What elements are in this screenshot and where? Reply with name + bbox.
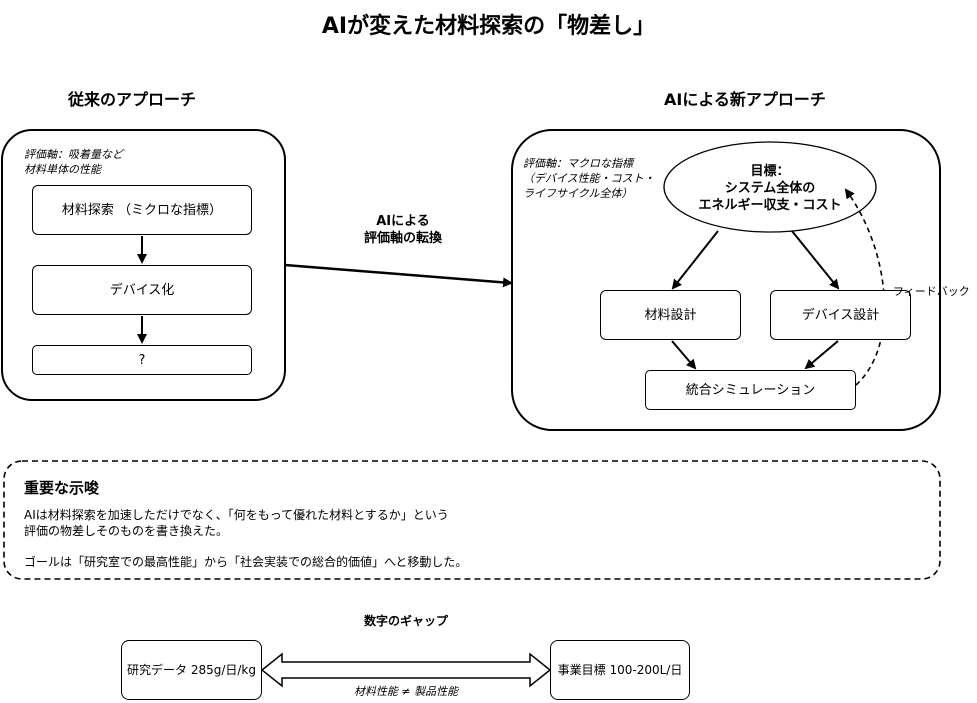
- material-exploration-node: 材料探索 （ミクロな指標）: [32, 185, 252, 235]
- research-data-node: 研究データ 285g/日/kg: [121, 640, 262, 700]
- goal-ellipse: [663, 141, 877, 233]
- device-node: デバイス化: [32, 265, 252, 315]
- ai-axis-note: 評価軸：マクロな指標 （デバイス性能・コスト・ ライフサイクル全体）: [523, 157, 655, 200]
- business-target-node: 事業目標 100-200L/日: [550, 640, 690, 700]
- arrow-material-to-sim: [671, 340, 697, 370]
- goal-label: 目標： システム全体の エネルギー収支・コスト: [698, 164, 842, 213]
- traditional-axis-note: 評価軸：吸着量など 材料単体の性能: [24, 148, 123, 176]
- paradigm-shift-label: AIによる 評価軸の転換: [363, 214, 442, 246]
- integrated-simulation-node: 統合シミュレーション: [645, 370, 856, 410]
- gap-relation-label: 材料性能 ≠ 製品性能: [353, 685, 459, 698]
- page-title: AIが変えた材料探索の「物差し」: [321, 14, 656, 39]
- implication-frame: [3, 460, 941, 580]
- arrow-goal-to-device: [791, 230, 840, 290]
- device-design-node: デバイス設計: [770, 290, 911, 340]
- arrow-device-to-sim: [804, 340, 839, 370]
- feedback-label: フィードバック: [893, 285, 970, 298]
- implication-text-2: ゴールは「研究室での最高性能」から「社会実装での総合的価値」へと移動した。: [24, 555, 468, 569]
- implication-text-1: AIは材料探索を加速しただけでなく、「何をもって優れた材料とするか」という 評価…: [24, 508, 449, 538]
- feedback-arrow: [844, 188, 886, 386]
- traditional-approach-heading: 従来のアプローチ: [68, 90, 197, 109]
- paradigm-shift-arrow: [284, 263, 513, 288]
- gap-heading: 数字のギャップ: [363, 614, 448, 628]
- implication-heading: 重要な示唆: [24, 479, 100, 497]
- material-design-node: 材料設計: [600, 290, 741, 340]
- gap-double-arrow: [260, 652, 552, 688]
- ai-approach-heading: AIによる新アプローチ: [664, 90, 826, 109]
- arrow-goal-to-material: [671, 230, 719, 290]
- unknown-outcome-node: ?: [32, 345, 252, 375]
